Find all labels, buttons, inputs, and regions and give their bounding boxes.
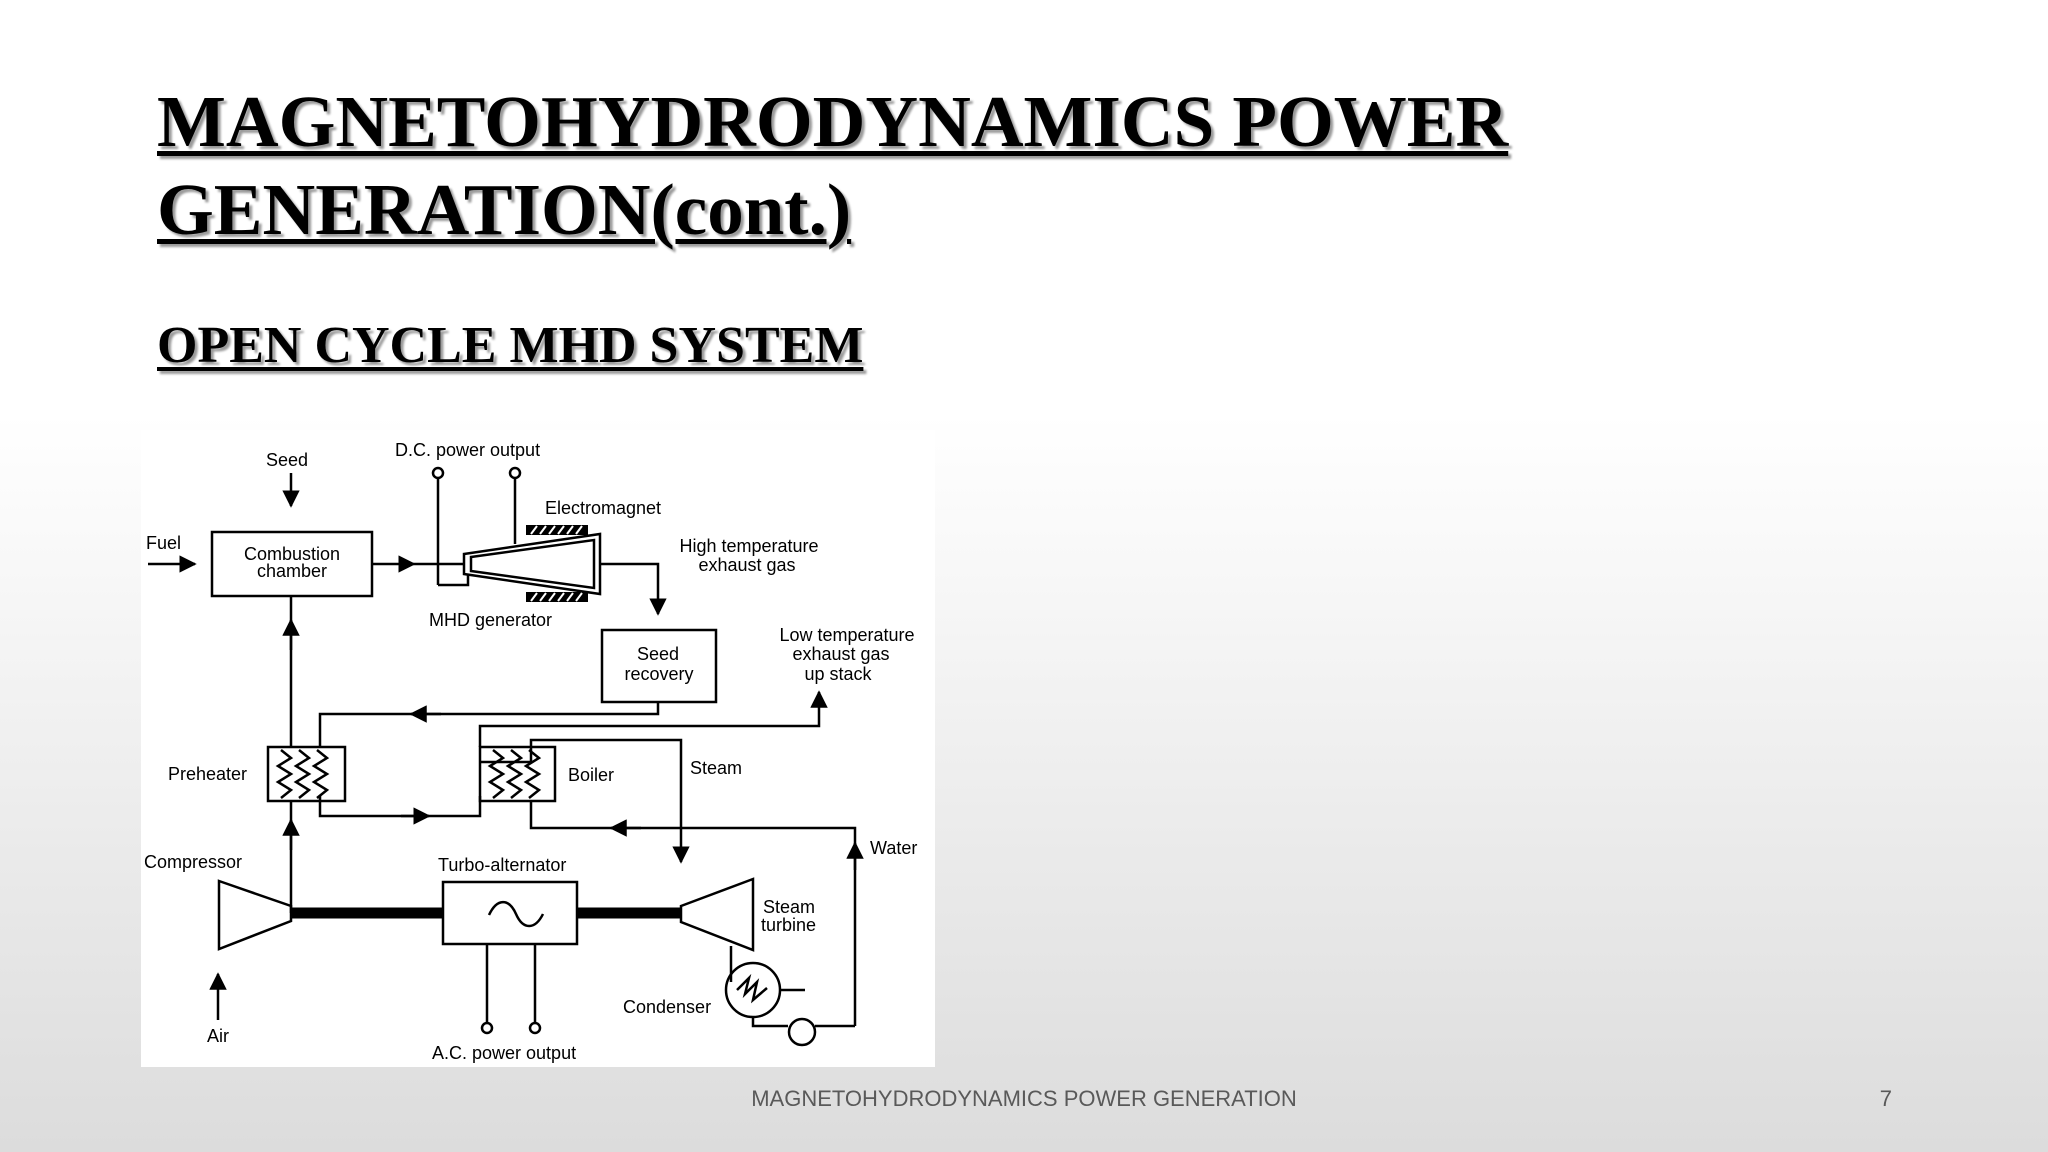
boiler-coil-2 bbox=[505, 749, 524, 799]
preheater-box bbox=[266, 745, 347, 803]
label-steam-turbine-2: turbine bbox=[761, 915, 816, 935]
label-air: Air bbox=[207, 1026, 229, 1046]
condenser-coil bbox=[736, 973, 768, 1004]
condenser-to-pump-line bbox=[751, 1017, 788, 1028]
electromagnet-top bbox=[526, 525, 588, 535]
steam-turbine-shape bbox=[679, 877, 755, 952]
label-preheater: Preheater bbox=[168, 764, 247, 784]
label-seed-recovery-2: recovery bbox=[624, 664, 693, 684]
label-compressor: Compressor bbox=[144, 852, 242, 872]
label-boiler: Boiler bbox=[568, 765, 614, 785]
label-seed-recovery-1: Seed bbox=[637, 644, 679, 664]
label-steam: Steam bbox=[690, 758, 742, 778]
seed-recovery-outlet-line bbox=[318, 702, 660, 747]
label-low-temp-2: exhaust gas bbox=[792, 644, 889, 664]
label-fuel: Fuel bbox=[146, 533, 181, 553]
ac-terminal-left bbox=[480, 1021, 494, 1035]
preheater-coil-3 bbox=[311, 749, 330, 799]
mhd-generator-duct bbox=[462, 532, 602, 596]
label-steam-turbine-1: Steam bbox=[763, 897, 815, 917]
boiler-coil-3 bbox=[523, 749, 542, 799]
label-low-temp-3: up stack bbox=[804, 664, 872, 684]
dc-wire-left-bottom bbox=[438, 574, 470, 587]
ac-terminal-right bbox=[528, 1021, 542, 1035]
preheater-coil-2 bbox=[293, 749, 312, 799]
page-number: 7 bbox=[1879, 1086, 1892, 1111]
slide-title-line-1: MAGNETOHYDRODYNAMICS POWER bbox=[157, 81, 1509, 162]
electromagnet-bottom bbox=[526, 592, 588, 602]
dc-terminal-right bbox=[508, 466, 522, 480]
steam-line bbox=[480, 738, 690, 864]
turbo-alternator-box bbox=[441, 880, 579, 946]
label-low-temp-1: Low temperature bbox=[779, 625, 914, 645]
pump-circle bbox=[787, 1017, 817, 1047]
label-water: Water bbox=[870, 838, 917, 858]
slide-footer: MAGNETOHYDRODYNAMICS POWER GENERATION bbox=[751, 1086, 1297, 1111]
water-return-line bbox=[529, 801, 857, 1026]
boiler-box bbox=[478, 745, 557, 803]
mhd-generator-inner-duct bbox=[469, 538, 596, 590]
boiler-coil-1 bbox=[487, 749, 506, 799]
preheater-coil-1 bbox=[275, 749, 294, 799]
label-high-temp-2: exhaust gas bbox=[698, 555, 795, 575]
label-dc-output: D.C. power output bbox=[395, 440, 540, 460]
alternator-sine bbox=[487, 900, 545, 928]
label-mhd-generator: MHD generator bbox=[429, 610, 552, 630]
label-ac-output: A.C. power output bbox=[432, 1043, 576, 1063]
open-cycle-mhd-diagram: Seed D.C. power output Electromagnet Fue… bbox=[141, 430, 935, 1067]
label-seed: Seed bbox=[266, 450, 308, 470]
label-turbo-alternator: Turbo-alternator bbox=[438, 855, 566, 875]
slide-title-line-2: GENERATION(cont.) bbox=[157, 169, 852, 250]
dc-terminal-left bbox=[431, 466, 445, 480]
slide-title: MAGNETOHYDRODYNAMICS POWER GENERATION(co… bbox=[157, 78, 1657, 254]
boiler-to-stack-line bbox=[478, 690, 828, 747]
condenser-circle bbox=[724, 961, 782, 1019]
label-electromagnet: Electromagnet bbox=[545, 498, 661, 518]
label-combustion-1: Combustion bbox=[244, 544, 340, 564]
compressor-shape bbox=[217, 879, 293, 951]
preheater-to-boiler-line bbox=[318, 796, 482, 818]
label-condenser: Condenser bbox=[623, 997, 711, 1017]
label-high-temp-1: High temperature bbox=[679, 536, 818, 556]
exhaust-to-seed-recovery-arrow bbox=[600, 562, 667, 616]
mhd-diagram-svg: Seed D.C. power output Electromagnet Fue… bbox=[144, 440, 917, 1063]
label-combustion-2: chamber bbox=[257, 561, 327, 581]
slide-subtitle: OPEN CYCLE MHD SYSTEM bbox=[157, 317, 864, 374]
